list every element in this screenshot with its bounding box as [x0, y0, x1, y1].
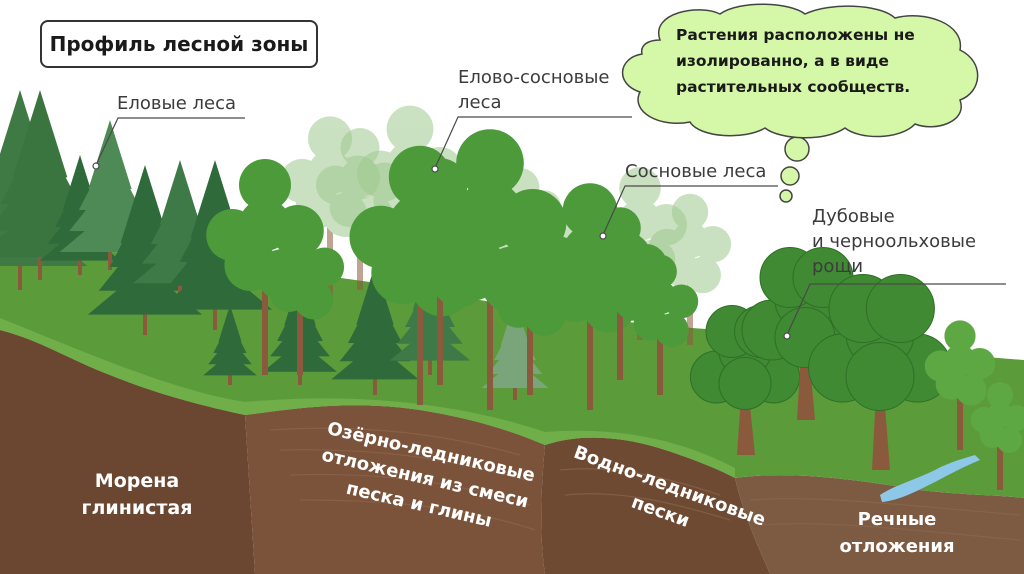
leader-dot-pine [600, 233, 606, 239]
cloud-line-1: Растения расположены не [676, 22, 936, 48]
tree-crown [944, 344, 975, 375]
label-oak-line-2: и черноольховые [812, 230, 976, 254]
tree-crown [955, 374, 986, 405]
tree-crown [599, 239, 641, 281]
soil-moraine-line-1: Морена [62, 468, 212, 495]
soil-label-moraine: Морена глинистая [62, 468, 212, 522]
cloud-bubble-large [785, 137, 809, 161]
tree-crown [294, 281, 333, 320]
cloud-bubble-small [780, 190, 792, 202]
label-oak-line-1: Дубовые [812, 205, 895, 229]
soil-river-line-1: Речные [822, 506, 972, 533]
label-spruce-pine-line-2: леса [458, 91, 502, 115]
oak-crown [719, 358, 771, 410]
tree-crown [643, 281, 677, 315]
label-pine-forests: Сосновые леса [625, 160, 766, 184]
label-spruce-pine-line-1: Елово-сосновые [458, 66, 610, 90]
tree-crown [655, 313, 689, 347]
cloud-line-3: растительных сообществ. [676, 74, 936, 100]
soil-label-river: Речные отложения [822, 506, 972, 560]
tree-crown [281, 243, 320, 282]
soil-river-line-2: отложения [822, 533, 972, 560]
cloud-line-2: изолированно, а в виде [676, 48, 936, 74]
oak-crown [866, 275, 934, 343]
label-oak-line-3: рощи [812, 255, 863, 279]
leader-dot-spruce-pine [432, 166, 438, 172]
tree-crown [987, 402, 1013, 428]
label-spruce-forests: Еловые леса [117, 92, 236, 116]
tree-crown [672, 222, 708, 258]
cloud-bubble-medium [781, 167, 799, 185]
cloud-text: Растения расположены не изолированно, а … [676, 22, 936, 100]
leader-dot-spruce [93, 163, 99, 169]
diagram-title: Профиль лесной зоны [40, 20, 318, 68]
tree-crown [996, 427, 1022, 453]
soil-moraine-line-2: глинистая [62, 495, 212, 522]
oak-crown [846, 343, 914, 411]
leader-dot-oak [784, 333, 790, 339]
